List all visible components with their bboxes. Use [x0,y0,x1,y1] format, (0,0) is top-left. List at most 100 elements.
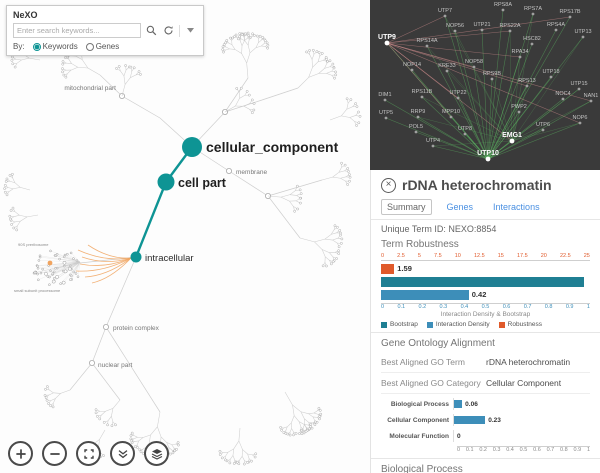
network-node-label[interactable]: UTP8 [457,126,473,132]
tree-label-membrane[interactable]: membrane [236,169,267,176]
layers-button[interactable] [144,441,169,466]
network-node-label[interactable]: DIM1 [378,92,392,98]
bootstrap-bar-row [381,276,590,287]
tree-node-intracellular[interactable] [130,251,142,263]
tab-interactions[interactable]: Interactions [493,202,540,212]
radio-genes[interactable]: Genes [85,42,120,51]
collapse-tree-button[interactable] [110,441,135,466]
search-icon[interactable] [145,24,158,37]
axis-line [381,302,590,304]
tree-label-cluster-2[interactable]: small subunit processome [14,288,61,293]
network-node-label[interactable]: RPS7A [523,6,543,12]
network-node-label[interactable]: RPS14A [416,38,438,44]
network-node-label[interactable]: RRP9 [410,109,426,115]
network-node-label[interactable]: POL5 [408,124,424,130]
network-node-label[interactable]: UTP15 [570,81,588,87]
bar-value-label: 1.59 [397,264,412,274]
network-node-label[interactable]: RPS17B [559,9,581,15]
divider [371,332,600,334]
highlight-path [134,146,193,258]
network-node-label[interactable]: RPS4A [546,22,566,28]
radio-genes-label: Genes [95,42,120,51]
radio-keywords[interactable]: Keywords [32,42,78,51]
tree-label-cellular-component[interactable]: cellular_component [206,139,339,155]
tree-label-nuclear-part[interactable]: nuclear part [98,362,133,369]
zoom-in-button[interactable] [8,441,33,466]
network-node-label[interactable]: UTP18 [542,69,560,75]
axis-tick: 0.2 [418,303,427,310]
robustness-bar-row: 1.59 [381,263,590,274]
ontology-tree-svg[interactable]: cellular_component cell part intracellul… [0,0,370,473]
fit-to-screen-button[interactable] [76,441,101,466]
gene-network-panel[interactable]: UTP7 RPS8A RPS7A RPS17B NOP56 UTP21 RPS22A RPS4… [370,0,600,170]
bar [381,276,584,287]
axis-line [381,259,590,261]
chevron-down-icon[interactable] [184,24,197,37]
network-node-label[interactable]: UTP7 [437,8,453,14]
network-node-label[interactable]: NOP58 [464,59,484,65]
tree-node-cell-part[interactable] [157,173,175,191]
network-node-label[interactable]: NOP6 [572,115,588,121]
network-node-label[interactable]: NOP14 [402,62,422,68]
network-node-label[interactable]: RPS22A [499,23,521,29]
tree-label-protein-complex[interactable]: protein complex [113,325,160,332]
close-icon[interactable]: × [381,177,396,193]
zoom-out-button[interactable] [42,441,67,466]
tree-label-cluster-1[interactable]: 90S preribosome [18,242,49,247]
search-input[interactable] [13,23,141,38]
tab-summary[interactable]: Summary [381,199,432,215]
network-node-label[interactable]: NAN1 [583,93,599,99]
legend-swatch [426,321,433,328]
tab-genes[interactable]: Genes [446,202,474,212]
highlighted-cluster-edges [75,244,132,284]
network-node-label[interactable]: UTP4 [425,138,441,144]
tree-label-intracellular[interactable]: intracellular [145,253,194,264]
network-node-label[interactable]: PWP2 [511,104,527,110]
by-label: By: [13,42,25,51]
axis-tick: 0.8 [560,447,568,454]
network-node-label[interactable]: MPP10 [441,109,461,115]
axis-tick: 17.5 [516,253,528,259]
axis-tick: 1 [586,447,590,454]
radio-genes-input[interactable] [85,42,94,51]
network-node-label[interactable]: RPS9B [482,71,502,77]
network-node-label[interactable]: UTP5 [378,110,394,116]
network-node-label[interactable]: RPA34 [511,49,529,55]
network-node-label[interactable]: UTP6 [535,122,551,128]
network-node-label[interactable]: EMG1 [502,132,522,139]
network-node-label[interactable]: NOC4 [555,91,571,97]
network-node-label[interactable]: UTP21 [473,22,491,28]
axis-tick: 0.7 [523,303,532,310]
go-chart-value: 0.23 [488,416,501,424]
go-term-value: rDNA heterochromatin [486,357,571,368]
network-node-label[interactable]: RPS8A [493,2,513,8]
bottom-axis-title: Interaction Density & Bootstrap [440,311,531,319]
network-node-label[interactable]: UTP10 [477,150,499,157]
network-node-label[interactable]: UTP13 [574,29,592,35]
network-node-label[interactable]: RPS13 [518,78,536,84]
network-node-label[interactable]: RPS11B [411,89,433,95]
go-chart-category: Molecular Function [389,432,449,440]
details-header: × rDNA heterochromatin [381,177,590,193]
tree-node-cellular-component[interactable] [182,137,202,157]
network-node-label[interactable]: UTP22 [449,90,467,96]
radio-keywords-input[interactable] [32,42,41,51]
tree-label-cell-part[interactable]: cell part [178,176,227,190]
network-node-label[interactable]: KRE33 [438,63,456,69]
reset-search-icon[interactable] [162,24,175,37]
ontology-tree-canvas[interactable]: cellular_component cell part intracellul… [0,0,370,473]
network-node-label[interactable]: NOP56 [445,23,465,29]
legend-label: Bootstrap [390,321,418,329]
tree-label-mitochondrial-part[interactable]: mitochondrial part [64,85,116,92]
axis-tick: 0.4 [506,447,514,454]
map-controls [8,441,169,466]
network-node-label[interactable]: UTP9 [378,34,396,41]
divider [371,219,600,220]
network-node-label[interactable]: HSC82 [523,36,541,42]
legend-item: Bootstrap [381,321,418,328]
